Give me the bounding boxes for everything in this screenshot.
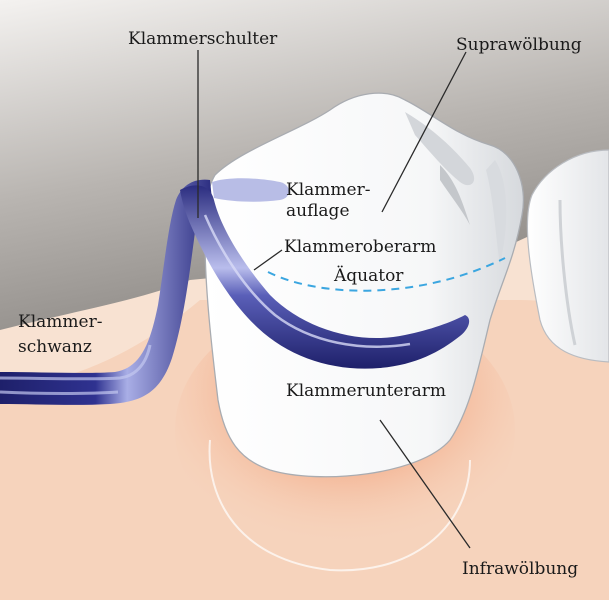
label-klammerschwanz-1: Klammer- <box>18 312 102 332</box>
clasp-arm-highlight <box>203 214 411 348</box>
label-aequator: Äquator <box>333 265 404 286</box>
neighbour-tooth-shadow <box>558 199 577 346</box>
crown-fissure <box>440 165 470 225</box>
label-klammerschulter: Klammerschulter <box>128 29 278 49</box>
label-klammeroberarm: Klammeroberarm <box>284 237 436 257</box>
clasp-upper-arm <box>180 185 470 369</box>
clasp-rest <box>212 178 289 202</box>
label-klammerauflage-1: Klammer- <box>286 180 370 200</box>
label-klammerschwanz-2: schwanz <box>18 337 92 357</box>
leader-infrawoelbung <box>379 419 471 549</box>
crown-ridge-shadow <box>405 112 475 186</box>
leader-suprawoelbung <box>381 51 467 213</box>
leader-klammeroberarm <box>253 249 283 271</box>
label-infrawoelbung: Infrawölbung <box>462 559 578 579</box>
label-klammerunterarm: Klammerunterarm <box>286 381 446 401</box>
neighbour-tooth <box>526 149 609 363</box>
root-outline <box>208 439 471 572</box>
label-klammerauflage-2: auflage <box>286 201 350 221</box>
crown-side-shadow <box>486 160 507 265</box>
clasp-tail-highlight <box>0 344 152 395</box>
clasp-tail <box>0 179 212 405</box>
label-suprawoelbung: Suprawölbung <box>456 35 582 55</box>
